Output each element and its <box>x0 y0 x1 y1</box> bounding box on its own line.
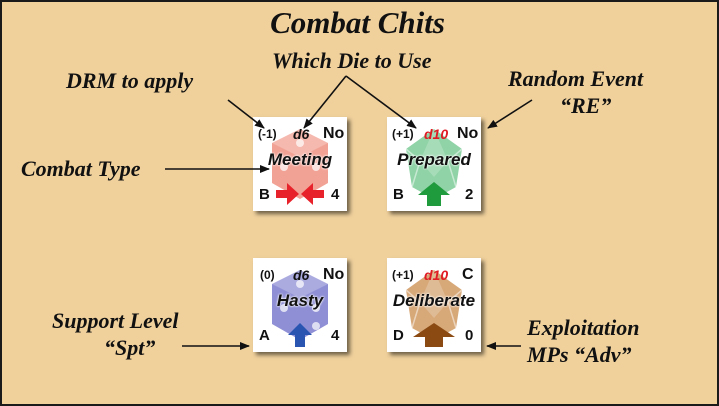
die-icon <box>405 270 463 340</box>
chit-support-level: A <box>259 327 270 344</box>
chit-die-type: d6 <box>293 126 310 142</box>
which-die-label: Which Die to Use <box>272 48 432 73</box>
chit-drm: (0) <box>260 268 275 282</box>
page-title: Combat Chits <box>270 5 445 40</box>
chit-exploitation-mps: 4 <box>331 327 340 344</box>
chit-exploitation-mps: 2 <box>465 186 474 203</box>
support-abbr-label: “Spt” <box>104 335 156 360</box>
chit-combat-type: Meeting <box>267 150 333 169</box>
chit-prepared: (+1) d10 No Prepared B 2 <box>387 117 481 211</box>
chit-hasty: (0) d6 No Hasty A 4 <box>253 258 347 352</box>
converging-arrows-icon <box>276 183 324 205</box>
exploitation-label: Exploitation <box>527 315 640 340</box>
die-icon <box>272 129 328 199</box>
chit-combat-type: Hasty <box>276 291 324 310</box>
wide-up-arrow-icon <box>413 323 455 347</box>
chit-support-level: D <box>393 327 404 344</box>
up-arrow-icon <box>418 182 450 206</box>
chit-meeting: (-1) d6 No Meeting B 4 <box>253 117 347 211</box>
chit-combat-type: Deliberate <box>392 291 476 310</box>
exploitation-mps-label: MPs “Adv” <box>527 342 632 367</box>
chit-support-level: B <box>393 186 404 203</box>
die-icon <box>272 270 328 340</box>
chit-combat-type: Prepared <box>397 150 471 169</box>
chit-drm: (-1) <box>258 127 277 141</box>
chit-exploitation-mps: 0 <box>465 327 474 344</box>
chit-drm: (+1) <box>392 127 414 141</box>
random-event-abbr-label: “RE” <box>560 93 612 118</box>
chit-drm: (+1) <box>392 268 414 282</box>
chit-support-level: B <box>259 186 270 203</box>
drm-label: DRM to apply <box>66 68 194 93</box>
chit-die-type: d10 <box>424 267 449 283</box>
chit-random-event: No <box>323 125 345 142</box>
chit-random-event: No <box>457 125 479 142</box>
chit-die-type: d10 <box>424 126 449 142</box>
combat-type-label: Combat Type <box>21 156 141 181</box>
random-event-label: Random Event <box>508 66 644 91</box>
chit-exploitation-mps: 4 <box>331 186 340 203</box>
die-icon <box>405 129 463 199</box>
up-arrow-icon <box>288 323 312 347</box>
support-level-label: Support Level <box>52 308 179 333</box>
chit-random-event: No <box>323 266 345 283</box>
chit-deliberate: (+1) d10 C Deliberate D 0 <box>387 258 481 352</box>
chit-die-type: d6 <box>293 267 310 283</box>
chit-random-event: C <box>462 266 474 283</box>
